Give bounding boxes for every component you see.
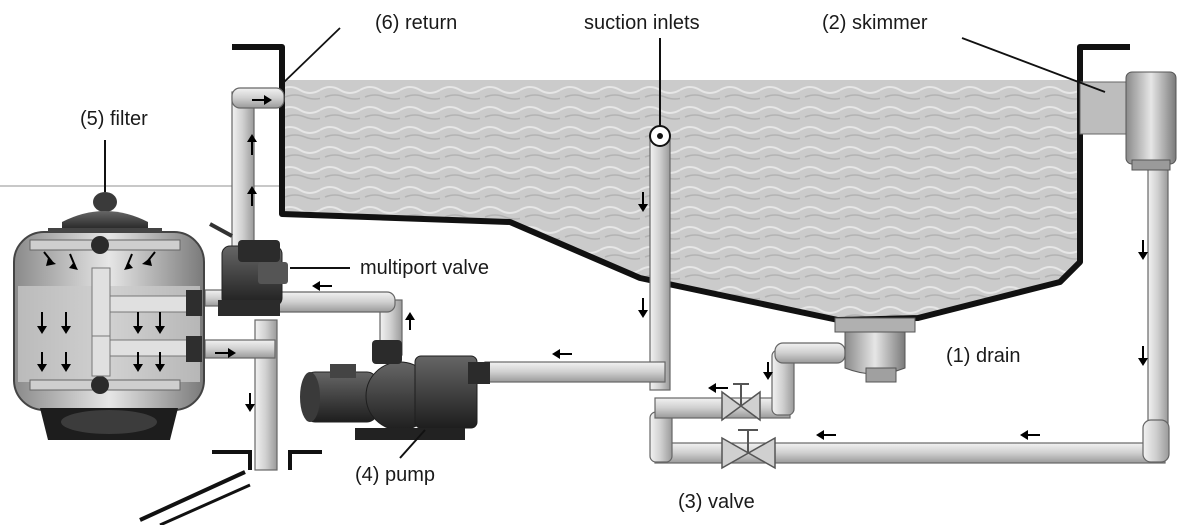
skimmer-label: (2) skimmer [822, 12, 928, 34]
arrow-bottom-left-1 [1020, 430, 1040, 440]
arrow-return-inlet [252, 95, 272, 105]
filter-flow-arrows [37, 251, 165, 372]
pool-water [282, 80, 1080, 320]
arrow-suction-down-2 [638, 298, 648, 318]
return-label: (6) return [375, 12, 457, 34]
arrow-bottom-left-2 [816, 430, 836, 440]
bottom-left-elbow [649, 411, 673, 463]
arrow-return-up-1 [247, 134, 257, 155]
multiport-valve-label: multiport valve [360, 257, 489, 279]
skimmer-pipe-vertical [1147, 164, 1169, 456]
skimmer-leader [961, 37, 1106, 93]
suction-inlets-label: suction inlets [584, 12, 700, 34]
suction-inlet-dot [657, 133, 663, 139]
valve-label: (3) valve [678, 491, 755, 513]
pump-label: (4) pump [355, 464, 435, 486]
pump-leader [399, 429, 426, 459]
return-pipe-top [231, 87, 285, 109]
pump-to-valve-pipe [269, 291, 396, 313]
arrow-drain-down [763, 362, 773, 380]
arrow-pump-intake [552, 349, 572, 359]
arrow-return-up-2 [247, 186, 257, 206]
pump-intake-pipe [484, 361, 666, 383]
arrow-filter-out [215, 348, 236, 358]
flow-arrows [215, 95, 1148, 440]
main-drain [834, 317, 916, 383]
filter-label: (5) filter [80, 108, 148, 130]
waste-line-2 [159, 483, 251, 525]
return-leader [281, 27, 341, 85]
main-valve [721, 429, 776, 470]
drain-label: (1) drain [946, 345, 1020, 367]
waste-channel [212, 450, 322, 470]
arrow-drain-left [708, 383, 728, 393]
arrow-pump-outlet-up [405, 312, 415, 330]
arrow-suction-down-1 [638, 192, 648, 212]
drain-pipe-top [774, 342, 846, 364]
suction-pipe-vertical [649, 139, 671, 391]
drain-valve [721, 383, 761, 422]
arrow-waste-down [245, 393, 255, 412]
arrow-to-multiport [312, 281, 332, 291]
bottom-right-elbow [1142, 419, 1170, 463]
arrow-skimmer-down-1 [1138, 240, 1148, 260]
arrow-skimmer-down-2 [1138, 346, 1148, 366]
filter-bottom-connector [204, 339, 276, 359]
pump [300, 340, 490, 440]
multiport-valve [209, 222, 288, 316]
skimmer [1079, 71, 1177, 171]
waste-line-1 [139, 470, 246, 522]
